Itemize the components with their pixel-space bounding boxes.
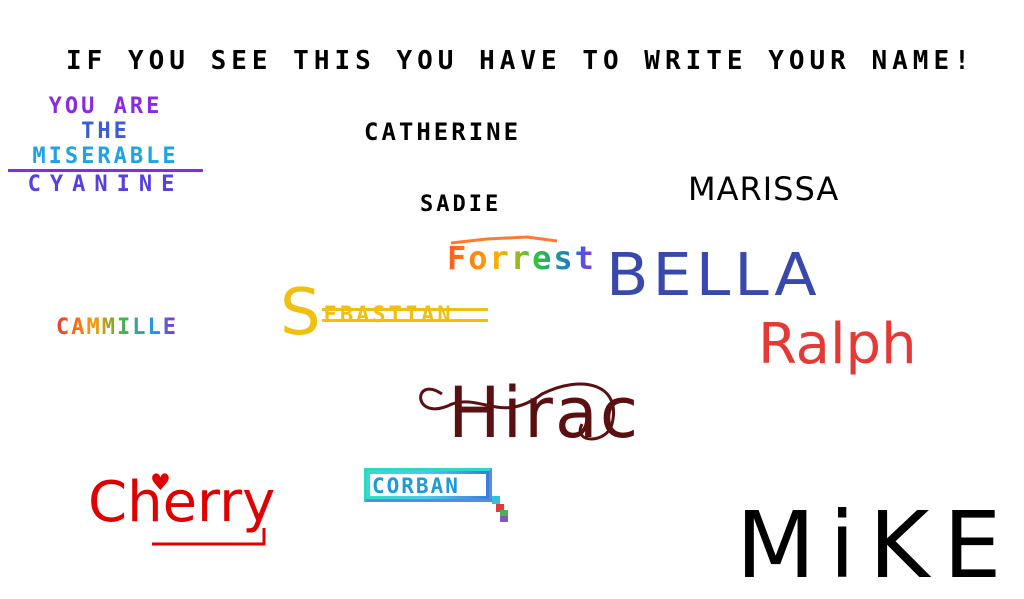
sebastian-initial: S xyxy=(280,276,324,350)
hirac-flourish xyxy=(419,382,615,441)
signature-ralph: Ralph xyxy=(758,312,917,377)
heart-icon: ♥ xyxy=(152,466,169,499)
signature-you-are-the-miserable-cyanine: YOU ARE THE MISERABLE CYANINE xyxy=(8,94,203,197)
cyanine-line-2: THE xyxy=(81,119,130,144)
crayon-icon xyxy=(488,494,514,530)
cyanine-line-3: MISERABLE xyxy=(32,144,179,169)
cherry-text: Cherry xyxy=(88,470,276,535)
sebastian-underline xyxy=(322,308,488,322)
cyanine-line-1: YOU ARE xyxy=(48,94,163,119)
forrest-text: Forrest xyxy=(447,239,596,277)
forrest-underline xyxy=(450,235,558,245)
signature-bella: BELLA xyxy=(606,239,821,310)
forrest-svg: Forrest xyxy=(447,235,596,277)
signature-mike: MiKE xyxy=(736,492,1016,599)
signature-hirac: Hirac xyxy=(419,372,641,454)
cherry-tail xyxy=(152,528,266,546)
page-title: IF YOU SEE THIS YOU HAVE TO WRITE YOUR N… xyxy=(66,46,975,76)
hirac-text: Hirac xyxy=(448,372,641,454)
signature-forrest: Forrest xyxy=(447,233,597,287)
signature-corban: CORBAN xyxy=(372,474,460,498)
cyanine-line-4: CYANINE xyxy=(8,169,203,197)
signature-cherry: Cherry xyxy=(88,470,276,546)
cammille-text: CAMMILLE xyxy=(56,315,178,340)
signature-sebastian: SEBASTIAN xyxy=(280,276,454,350)
signature-sadie: SADIE xyxy=(420,192,502,217)
cammille-svg: CAMMILLE xyxy=(56,315,178,340)
sebastian-rest: EBASTIAN xyxy=(323,303,454,328)
signature-cammille: CAMMILLE xyxy=(56,312,226,348)
corban-frame xyxy=(364,468,492,502)
signature-catherine: CATHERINE xyxy=(364,118,522,146)
signature-marissa: MARISSA xyxy=(688,170,840,208)
